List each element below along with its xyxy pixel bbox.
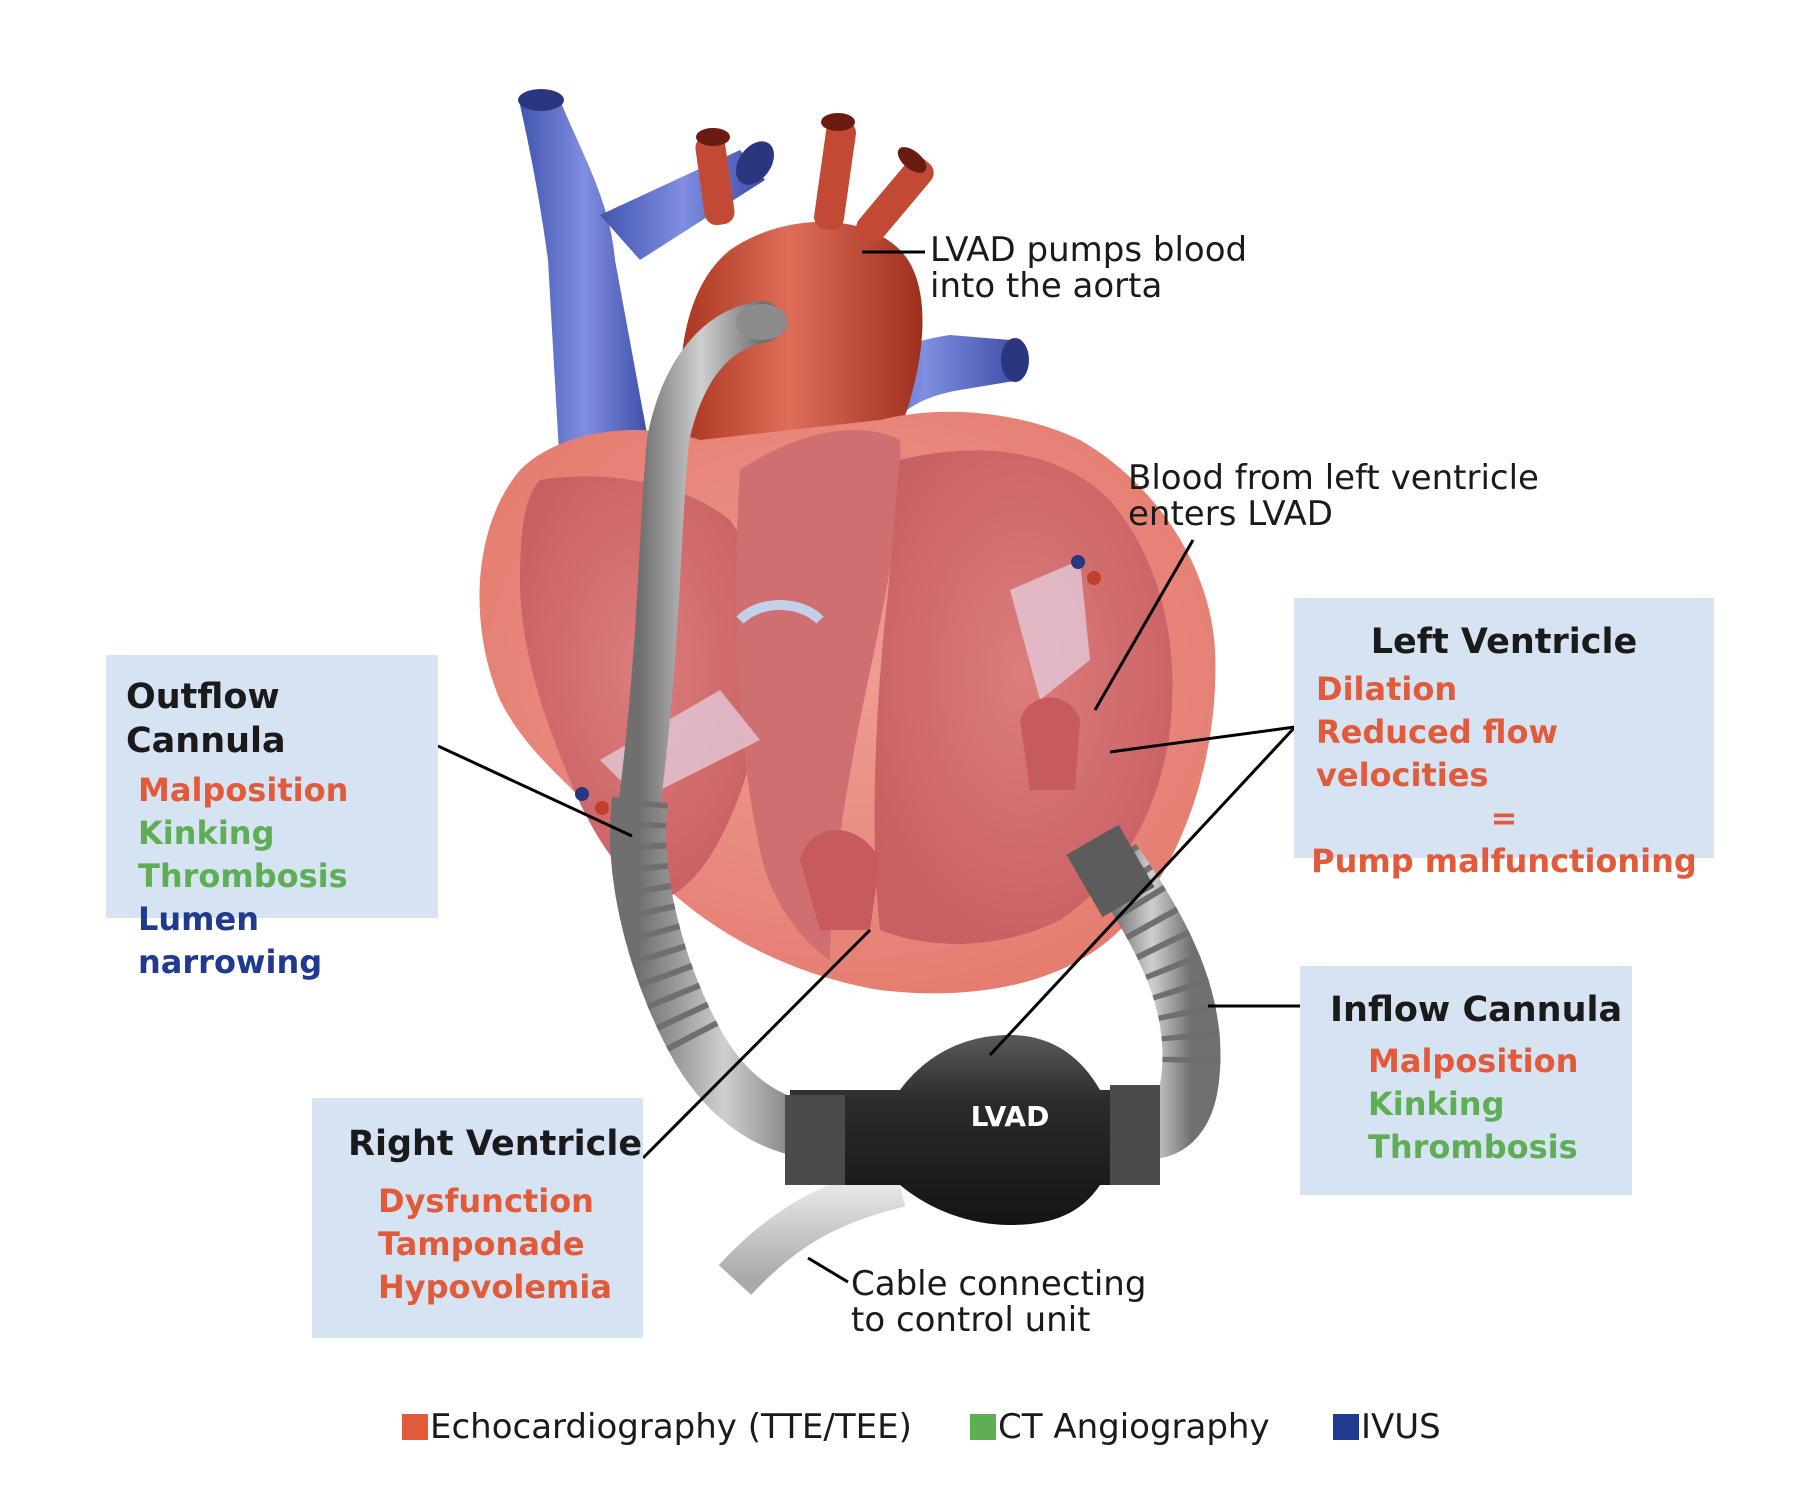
- lvad-device-label: LVAD: [955, 1100, 1065, 1133]
- left-ventricle-box: Left Ventricle Dilation Reduced flow vel…: [1294, 598, 1714, 858]
- legend-swatch: [1333, 1414, 1359, 1440]
- outflow-cannula-box: Outflow Cannula Malposition Kinking Thro…: [106, 655, 438, 918]
- right-ventricle-item: Hypovolemia: [378, 1266, 643, 1309]
- legend-ivus: IVUS: [1333, 1405, 1441, 1449]
- left-ventricle-entry-callout: Blood from left ventricle enters LVAD: [1128, 460, 1539, 532]
- legend-label: IVUS: [1361, 1407, 1441, 1447]
- left-ventricle-item: Dilation: [1302, 668, 1706, 711]
- right-ventricle-title: Right Ventricle: [348, 1122, 643, 1166]
- outflow-item: Malposition: [138, 769, 438, 812]
- outflow-cannula-title: Outflow Cannula: [126, 675, 438, 763]
- inflow-item: Malposition: [1368, 1040, 1632, 1083]
- legend-label: CT Angiography: [998, 1407, 1270, 1447]
- aorta-callout: LVAD pumps blood into the aorta: [930, 232, 1247, 304]
- outflow-item: Kinking: [138, 812, 438, 855]
- right-ventricle-item: Tamponade: [378, 1223, 643, 1266]
- left-ventricle-item: =: [1302, 797, 1706, 840]
- cable-callout: Cable connecting to control unit: [851, 1266, 1146, 1338]
- inflow-item: Thrombosis: [1368, 1126, 1632, 1169]
- left-ventricle-item: Reduced flow velocities: [1302, 711, 1706, 797]
- left-ventricle-title: Left Ventricle: [1302, 620, 1706, 664]
- left-ventricle-item: Pump malfunctioning: [1302, 840, 1706, 883]
- legend-echo: Echocardiography (TTE/TEE): [402, 1405, 912, 1449]
- inflow-item: Kinking: [1368, 1083, 1632, 1126]
- outflow-item: Lumen narrowing: [138, 898, 438, 984]
- inflow-cannula-box: Inflow Cannula Malposition Kinking Throm…: [1300, 966, 1632, 1195]
- inflow-cannula-title: Inflow Cannula: [1330, 988, 1632, 1032]
- outflow-item: Thrombosis: [138, 855, 438, 898]
- right-ventricle-box: Right Ventricle Dysfunction Tamponade Hy…: [312, 1098, 643, 1338]
- right-ventricle-item: Dysfunction: [378, 1180, 643, 1223]
- legend-swatch: [970, 1414, 996, 1440]
- legend-label: Echocardiography (TTE/TEE): [430, 1407, 912, 1447]
- legend-ct: CT Angiography: [970, 1405, 1270, 1449]
- legend-swatch: [402, 1414, 428, 1440]
